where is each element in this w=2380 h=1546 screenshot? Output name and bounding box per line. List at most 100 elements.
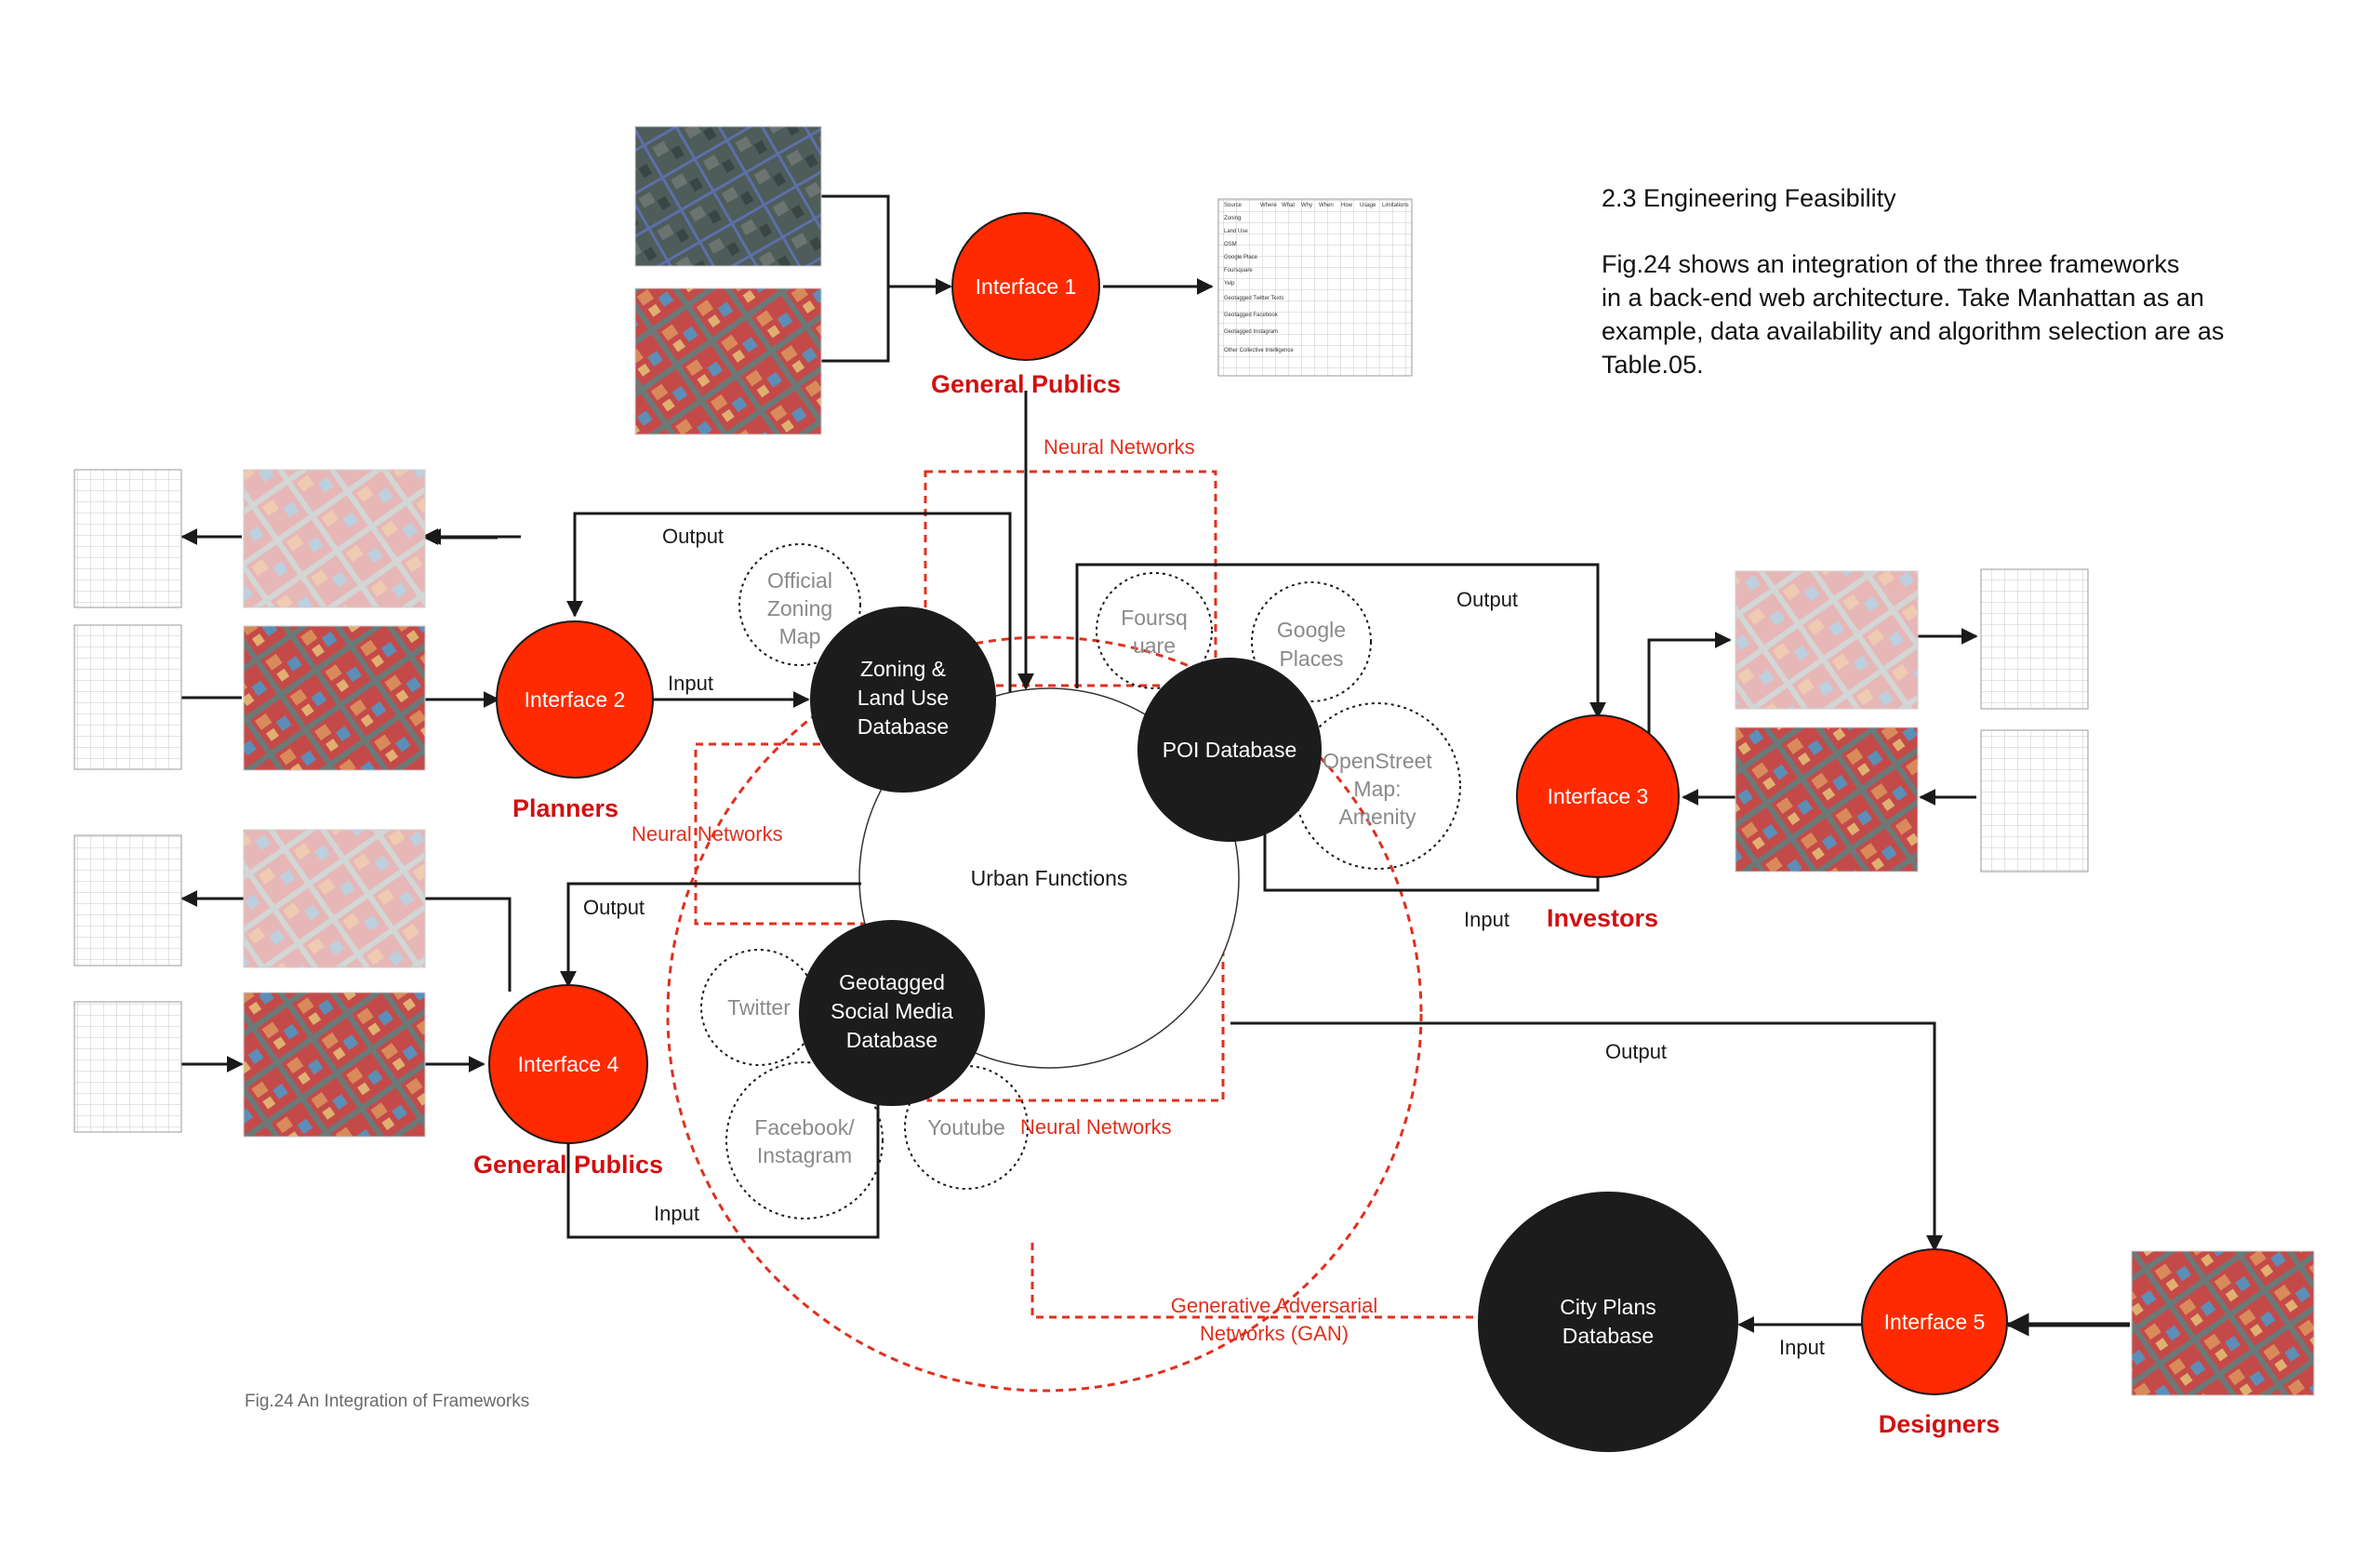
table-i2-top (73, 469, 182, 608)
input-label-interface-3: Input (1464, 908, 1509, 931)
interface-4-label: Interface 4 (518, 1052, 619, 1076)
land-use-map-tile-i1 (634, 287, 822, 435)
gan-label-line-2: Networks (GAN) (1200, 1322, 1349, 1345)
neural-networks-label-top: Neural Networks (1044, 435, 1195, 459)
land-use-map-tile-i5 (2131, 1250, 2315, 1396)
youtube-label: Youtube (927, 1115, 1005, 1140)
facebook-line-1: Facebook/ (754, 1115, 855, 1140)
social-db-line-2: Social Media (831, 999, 953, 1023)
land-use-map-tile-i4 (243, 992, 426, 1138)
flow-lines (180, 194, 2130, 1337)
table-row-0: Zoning (1224, 216, 1241, 221)
foursquare-line-1: Foursq (1121, 606, 1188, 630)
neural-networks-label-bottom: Neural Networks (1020, 1115, 1172, 1139)
openstreetmap-line-3: Amenity (1338, 805, 1416, 829)
zoning-db-line-3: Database (858, 714, 949, 739)
table-header-1: Where (1260, 203, 1277, 208)
zoning-db-line-1: Zoning & (860, 657, 946, 681)
zoning-land-use-database (810, 606, 996, 793)
interface-2-node (496, 620, 654, 779)
role-investors: Investors (1547, 904, 1658, 932)
google-places-line-1: Google (1277, 618, 1346, 642)
facebook-line-2: Instagram (757, 1143, 852, 1167)
table-i3-top (1980, 568, 2089, 710)
table-header-7: Limitations (1382, 203, 1409, 208)
table-row-2: OSM (1224, 242, 1237, 247)
table-row-1: Land Use (1224, 229, 1248, 234)
neural-network-boundary-circle (666, 635, 1423, 1393)
interface-1-node (951, 212, 1100, 361)
table-header-4: When (1319, 203, 1334, 208)
table-header-0: Source (1224, 203, 1243, 208)
interface-5-label: Interface 5 (1884, 1310, 1986, 1334)
table-i4-top (73, 834, 182, 966)
zoning-db-line-2: Land Use (858, 686, 949, 710)
interface-3-node (1516, 714, 1680, 878)
description-line-4: Table.05. (1602, 351, 1704, 379)
table-i3-bottom (1980, 729, 2089, 873)
output-label-interface-5: Output (1605, 1040, 1667, 1063)
description-line-3: example, data availability and algorithm… (1602, 317, 2224, 345)
interface-3-label: Interface 3 (1548, 784, 1649, 808)
output-label-interface-2: Output (662, 525, 724, 548)
input-label-interface-4: Input (654, 1202, 699, 1225)
table-row-7: Geotagged Facebook (1224, 313, 1279, 318)
description-heading: 2.3 Engineering Feasibility (1602, 184, 1896, 212)
output-label-interface-3: Output (1456, 588, 1518, 611)
interface-5-node (1861, 1248, 2008, 1395)
map-tiles (243, 126, 2315, 1396)
urban-functions-label: Urban Functions (971, 866, 1128, 890)
land-use-map-faded-i4 (243, 829, 426, 968)
openstreetmap-line-1: OpenStreet (1323, 749, 1432, 773)
role-planners: Planners (512, 794, 618, 822)
land-use-map-tile-i2 (243, 625, 426, 771)
table-header-3: Why (1301, 203, 1312, 208)
table-i4-bottom (73, 1001, 182, 1133)
role-designers: Designers (1879, 1410, 2001, 1438)
source-table-headers: Source Where What Why When How Usage Lim… (1224, 203, 1409, 353)
facebook-instagram-source (725, 1061, 884, 1219)
neural-networks-label-left: Neural Networks (632, 822, 783, 846)
interface-2-label: Interface 2 (525, 687, 626, 712)
google-places-source (1251, 581, 1372, 702)
table-i2-bottom (73, 624, 182, 770)
nn-region-zoning (694, 742, 902, 926)
official-zoning-line-1: Official (767, 568, 832, 593)
input-label-interface-2: Input (668, 672, 713, 695)
table-row-3: Google Place (1224, 255, 1258, 260)
role-general-publics-4: General Publics (473, 1151, 663, 1179)
openstreetmap-line-2: Map: (1353, 777, 1401, 801)
interfaces (488, 212, 2008, 1395)
nn-region-poi (924, 470, 1217, 687)
google-places-line-2: Places (1279, 646, 1343, 671)
official-zoning-map-source (738, 543, 861, 666)
table-header-6: Usage (1360, 203, 1376, 208)
poi-database (1137, 658, 1322, 842)
source-table-i1 (1217, 198, 1413, 377)
data-tables (73, 198, 2089, 1133)
table-row-9: Other Collective Intelligence (1224, 348, 1294, 353)
social-db-line-3: Database (846, 1028, 937, 1052)
role-general-publics-1: General Publics (931, 370, 1121, 398)
description-block: 2.3 Engineering Feasibility Fig.24 shows… (1602, 184, 2224, 379)
interface-1-label: Interface 1 (976, 274, 1077, 299)
table-row-5: Yelp (1224, 281, 1235, 287)
aerial-photo-tile (634, 126, 822, 267)
table-header-5: How (1341, 203, 1353, 208)
gan-label-line-1: Generative Adversarial (1171, 1294, 1378, 1317)
table-row-6: Geotagged Twitter Texts (1224, 296, 1283, 301)
interface-4-node (488, 984, 648, 1144)
output-label-interface-4: Output (583, 896, 645, 919)
city-plans-database (1478, 1192, 1738, 1452)
gan-link (1030, 1243, 1474, 1319)
foursquare-line-2: uare (1133, 633, 1176, 658)
figure-caption: Fig.24 An Integration of Frameworks (245, 1392, 529, 1411)
description-line-1: Fig.24 shows an integration of the three… (1602, 250, 2179, 278)
poi-db-label: POI Database (1163, 738, 1296, 762)
description-line-2: in a back-end web architecture. Take Man… (1602, 284, 2204, 312)
input-label-interface-5: Input (1779, 1336, 1825, 1359)
twitter-label: Twitter (727, 995, 791, 1020)
cityplans-db-line-1: City Plans (1560, 1295, 1656, 1319)
foursquare-source (1096, 572, 1213, 689)
table-row-8: Geotagged Instagram (1224, 329, 1278, 335)
